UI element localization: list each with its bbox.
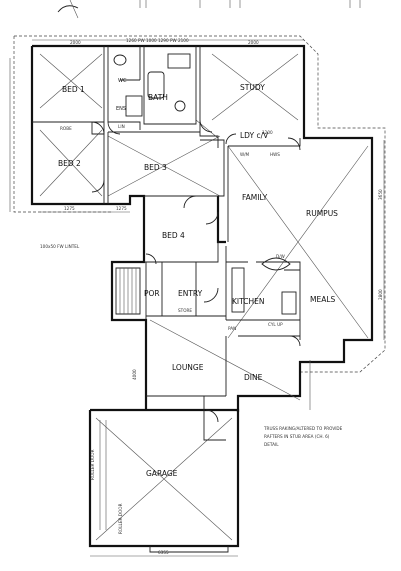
- roller-door-label-1: ROLLER DOOR: [90, 449, 95, 480]
- dimension-side-1: 3650: [378, 189, 383, 200]
- room-label-ens: ENS: [116, 106, 126, 112]
- exterior-walls: [30, 44, 374, 548]
- door-swings: [91, 119, 301, 423]
- dimension-side-2: 2800: [378, 289, 383, 300]
- room-label-meals: MEALS: [310, 295, 336, 304]
- dimension-ldy: 1200: [262, 130, 273, 135]
- dimension-top-left: 2000: [70, 40, 81, 45]
- linen-label: LIN: [118, 124, 125, 129]
- top-dimension-note: 1260 PW 1000 1290 PW 2100: [126, 38, 189, 43]
- room-label-bed1: BED 1: [62, 85, 85, 94]
- roof-hip-lines: [39, 53, 369, 541]
- room-label-lounge: LOUNGE: [172, 363, 204, 372]
- truss-note-line-2: RAFTERS IN STUB AREA (CH. 6): [264, 434, 330, 439]
- bath-fixtures: [113, 53, 191, 117]
- room-label-bath: BATH: [148, 93, 168, 102]
- dimension-top-right: 2000: [248, 40, 259, 45]
- dishwasher-label: D/W: [276, 254, 285, 259]
- room-label-bed3: BED 3: [144, 163, 167, 172]
- kitchen-fixtures: [231, 257, 297, 315]
- top-edge-marks: [57, 0, 361, 19]
- room-label-entry: ENTRY: [178, 289, 203, 298]
- room-label-bed4: BED 4: [162, 231, 185, 240]
- dimension-garage-bottom: 6355: [158, 550, 169, 555]
- room-label-study: STUDY: [240, 83, 265, 92]
- truss-note-line-3: DETAIL: [264, 442, 279, 447]
- dimension-lines: [32, 39, 385, 557]
- robe-label: ROBE: [60, 126, 72, 131]
- dimension-bed3-bottom: 1275: [116, 206, 127, 211]
- store-label: STORE: [178, 308, 192, 313]
- room-label-bed2: BED 2: [58, 159, 81, 168]
- room-label-ldy: LDY c/V: [240, 131, 269, 140]
- cylinder-label: CYL UP: [268, 322, 283, 327]
- interior-walls: [32, 46, 301, 441]
- room-label-family: FAMILY: [242, 193, 268, 202]
- pantry-label: PAN: [228, 326, 236, 331]
- room-label-por: POR: [144, 289, 160, 298]
- room-label-kitchen: KITCHEN: [232, 297, 265, 306]
- entry-stairs: [115, 267, 141, 315]
- room-label-rumpus: RUMPUS: [306, 209, 338, 218]
- roller-door-label-2: ROLLER DOOR: [118, 503, 123, 534]
- room-label-dine: DINE: [244, 373, 263, 382]
- dimension-side-3: 4000: [132, 369, 137, 380]
- room-label-garage: GARAGE: [146, 469, 178, 478]
- dimension-bed2-bottom: 1275: [64, 206, 75, 211]
- hot-water-label: HWS: [270, 152, 280, 157]
- truss-note-line-1: TRUSS RAKING/ALTERED TO PROVIDE: [263, 426, 343, 431]
- lintel-note: 100x50 FW LINTEL: [40, 244, 80, 249]
- washing-machine-label: W/M: [240, 152, 250, 157]
- garage-door: [99, 420, 229, 553]
- room-label-wc: WC: [118, 78, 127, 84]
